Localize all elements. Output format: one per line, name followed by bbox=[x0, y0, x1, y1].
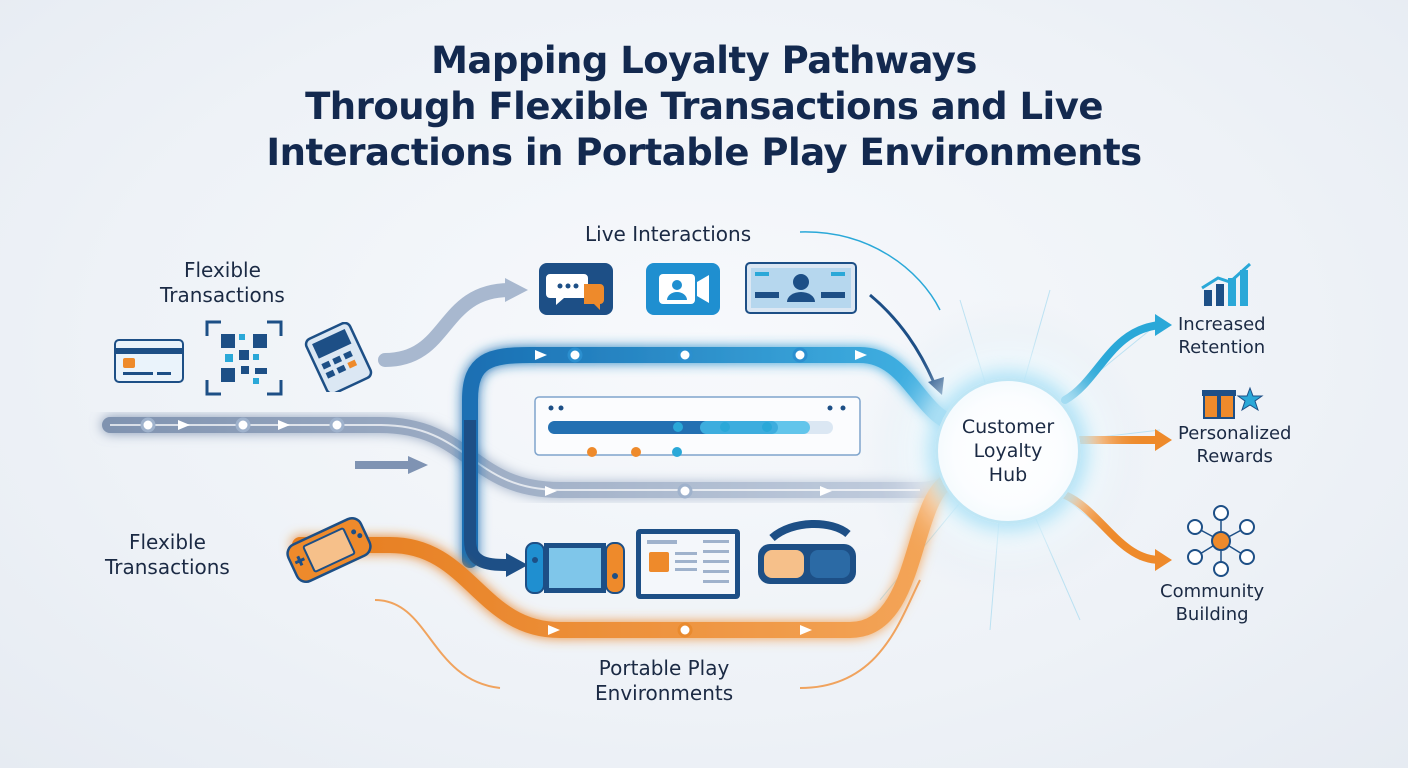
customer-loyalty-hub: Customer Loyalty Hub bbox=[935, 378, 1081, 524]
path-nodes bbox=[140, 417, 693, 499]
community-network-icon bbox=[1187, 505, 1255, 577]
title-line-3: Interactions in Portable Play Environmen… bbox=[266, 131, 1142, 174]
gray-mid-arrowhead bbox=[408, 456, 428, 474]
portable-play-label: Portable Play Environments bbox=[595, 656, 734, 705]
tablet-icon bbox=[636, 529, 740, 599]
gray-upper-arrowhead bbox=[505, 278, 528, 302]
qr-code-icon bbox=[205, 320, 283, 396]
switch-console-icon bbox=[525, 542, 625, 594]
outcome-community: Community Building bbox=[1160, 581, 1265, 625]
live-interactions-label: Live Interactions bbox=[585, 222, 752, 246]
blue-down-arrowhead bbox=[506, 553, 528, 577]
retention-arrow bbox=[1061, 321, 1164, 404]
progress-panel bbox=[534, 396, 861, 457]
title-line-2: Through Flexible Transactions and Live bbox=[305, 85, 1103, 128]
community-arrow bbox=[1061, 491, 1164, 564]
chat-bubbles-icon bbox=[539, 263, 613, 315]
gift-star-icon bbox=[1202, 386, 1264, 419]
blue-down-arrow bbox=[464, 420, 511, 571]
live-thin-arc bbox=[799, 231, 941, 311]
outcome-retention: Increased Retention bbox=[1178, 314, 1266, 358]
vr-headset-icon bbox=[758, 520, 856, 584]
title-line-1: Mapping Loyalty Pathways bbox=[431, 39, 977, 82]
video-call-icon bbox=[646, 263, 720, 315]
path-chevrons bbox=[178, 350, 867, 635]
growth-chart-icon bbox=[1201, 262, 1252, 306]
flexible-transactions-bottom-label: Flexible Transactions bbox=[105, 530, 230, 579]
live-icons-arrow bbox=[869, 293, 937, 386]
credit-card-icon bbox=[114, 339, 184, 383]
gray-upper-arrow bbox=[378, 283, 517, 367]
page-title: Mapping Loyalty Pathways Through Flexibl… bbox=[0, 38, 1408, 176]
flexible-transactions-top-label: Flexible Transactions bbox=[160, 258, 285, 307]
outcome-rewards: Personalized Rewards bbox=[1178, 423, 1292, 467]
handheld-console-icon bbox=[286, 517, 372, 583]
payment-terminal-icon bbox=[304, 322, 373, 392]
livestream-icon bbox=[745, 262, 857, 314]
